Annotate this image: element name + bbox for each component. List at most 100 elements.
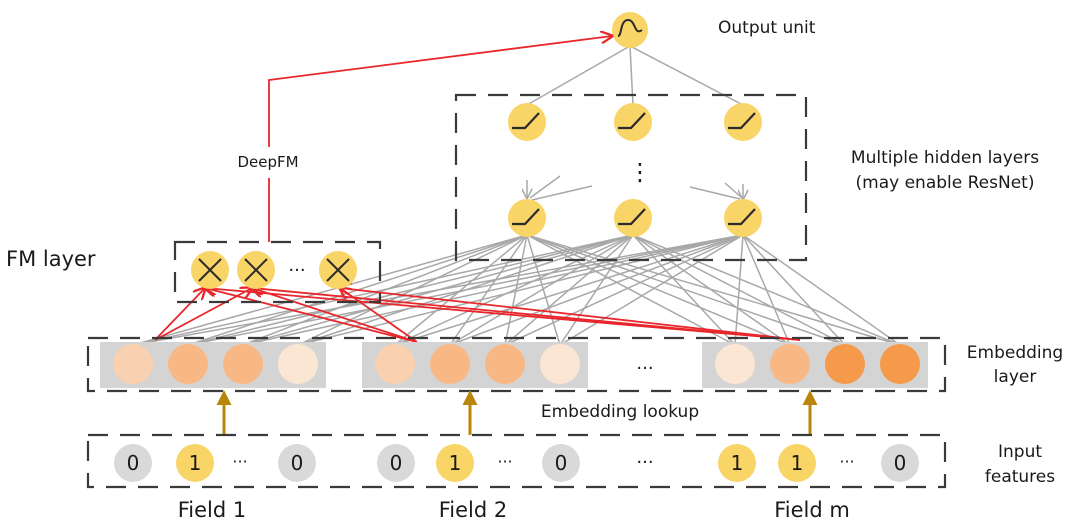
embedding-unit [375,344,415,384]
hidden-node-circle [508,103,546,141]
input-ellipsis: ··· [636,452,653,473]
input-ellipsis: ··· [839,452,854,471]
input-value: 0 [291,451,304,475]
connections-layer [132,45,901,346]
output-unit [612,12,648,48]
input-features-label-line2: features [985,467,1055,487]
sigmoid-icon [617,18,643,37]
input-value: 0 [555,451,568,475]
fm-node [319,251,357,289]
deep-connection [504,234,528,346]
output-connection [629,45,744,106]
residual-arrow [689,186,741,200]
embedding-field-3 [702,342,928,388]
deep-connection [526,234,791,346]
input-value: 0 [127,451,140,475]
fm-connection [154,288,205,341]
embedding-unit [825,344,865,384]
input-active [176,444,214,482]
relu-icon [618,208,646,226]
fm-ellipsis: ··· [288,260,305,281]
embedding-unit [168,344,208,384]
embedding-field-1 [100,342,326,388]
hidden-node [508,199,546,237]
fm-node [237,251,275,289]
output-unit-label: Output unit [718,18,816,38]
input-features-box [86,433,947,489]
input-value: 1 [449,451,462,475]
deep-connection [297,234,528,346]
field-label: Field m [774,498,850,522]
deep-connection [742,234,901,346]
output-connection [629,45,634,106]
multiply-icon [198,258,222,282]
input-active [778,444,816,482]
relu-icon [728,112,756,130]
hidden-layers-label-line1: Multiple hidden layers [851,148,1039,168]
embedding-unit [770,344,810,384]
hidden-node-circle [508,199,546,237]
deep-connection [742,234,846,346]
input-inactive [377,444,415,482]
input-field-2: 0 1 ··· 0 [377,444,580,482]
deep-connection [526,234,736,346]
fm-connection [252,288,418,343]
input-inactive [881,444,919,482]
deep-connection [559,234,744,346]
fm-layer-label: FM layer [6,247,96,271]
hidden-node-circle [614,103,652,141]
embedding-unit [113,344,153,384]
hidden-node [614,103,652,141]
embedding-unit [223,344,263,384]
deep-connection [449,234,528,346]
embedding-field-2 [362,342,588,388]
hidden-node [724,103,762,141]
embedding-unit [715,344,755,384]
embedding-lookup-arrows [216,390,818,435]
relu-icon [512,112,540,130]
input-value: 0 [390,451,403,475]
input-inactive [542,444,580,482]
input-value: 1 [731,451,744,475]
input-inactive [278,444,316,482]
vertical-ellipsis: ⋮ [628,158,652,186]
multiply-icon [244,258,268,282]
deep-connection [526,234,561,346]
embedding-unit [278,344,318,384]
input-features-label-line1: Input [998,442,1042,462]
fm-layer-box [173,240,382,304]
embedding-layer-label-line1: Embedding [967,343,1063,363]
embedding-lookup-label: Embedding lookup [541,402,699,422]
residual-arrow [529,175,561,199]
hidden-node [724,199,762,237]
fm-nodes: ··· [191,251,357,289]
residual-arrow [531,185,593,201]
fm-connection [340,288,801,341]
deepfm-label: DeepFM [237,153,298,171]
input-value: 0 [894,451,907,475]
deep-connection [242,234,634,346]
field-label: Field 1 [178,498,247,522]
deep-connection [526,234,846,346]
deep-connection [449,234,634,346]
hidden-layers-box [454,93,808,262]
relu-icon [728,208,756,226]
deep-connection [632,234,846,346]
deep-connection [132,234,528,346]
multiply-icon [326,258,350,282]
relu-icon [512,208,540,226]
deep-connection [394,234,528,346]
input-ellipsis: ··· [497,452,512,471]
deep-connection [242,234,528,346]
field-label: Field 2 [439,498,508,522]
deep-connection [559,234,634,346]
deepfm-output-path-upper [268,36,612,147]
output-node [612,12,648,48]
embedding-groups [100,342,928,388]
embedding-unit [430,344,470,384]
embedding-unit [880,344,920,384]
hidden-node-circle [724,199,762,237]
input-value: 1 [189,451,202,475]
hidden-node-circle [724,103,762,141]
